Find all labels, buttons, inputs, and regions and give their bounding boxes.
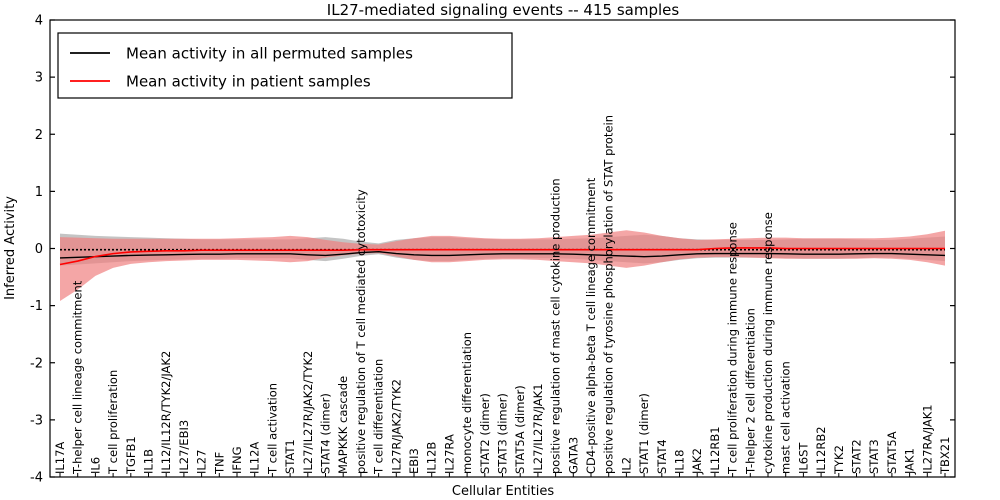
x-category-label[interactable]: STAT3 (dimer) — [496, 393, 510, 474]
x-category-label[interactable]: JAK2 — [690, 448, 704, 475]
x-category-label[interactable]: mast cell activation — [779, 361, 793, 474]
y-tick-label: -1 — [30, 299, 43, 314]
y-tick-label: 1 — [35, 185, 43, 200]
x-category-label[interactable]: STAT5A — [885, 431, 899, 474]
x-category-label[interactable]: IL27RA — [442, 434, 456, 474]
legend-label-patient[interactable]: Mean activity in patient samples — [126, 73, 371, 91]
x-category-label[interactable]: STAT4 — [655, 439, 669, 474]
permuted-observed-line — [59, 250, 946, 259]
x-category-label[interactable]: IL2 — [619, 457, 633, 474]
x-category-label[interactable]: EBI3 — [407, 448, 421, 474]
x-category-label[interactable]: positive regulation of tyrosine phosphor… — [602, 115, 616, 474]
x-category-label[interactable]: STAT2 — [850, 439, 864, 474]
x-category-label[interactable]: IL12RB2 — [814, 426, 828, 474]
x-category-label[interactable]: IFNG — [230, 446, 244, 474]
y-tick-label: -3 — [30, 413, 43, 428]
y-axis-label: Inferred Activity — [3, 196, 18, 300]
x-category-label[interactable]: STAT2 (dimer) — [478, 393, 492, 474]
x-category-label[interactable]: CD4-positive alpha-beta T cell lineage c… — [584, 177, 598, 474]
x-category-label[interactable]: IL1B — [142, 449, 156, 474]
x-category-label[interactable]: STAT1 (dimer) — [637, 393, 651, 474]
y-tick-label: 3 — [35, 71, 43, 86]
x-category-label[interactable]: GATA3 — [566, 437, 580, 474]
y-axis-ticks: -4 -3 -2 -1 0 1 2 3 4 — [30, 14, 955, 486]
x-axis-label: Cellular Entities — [452, 484, 554, 499]
x-category-label[interactable]: IL12A — [248, 442, 262, 474]
x-category-label[interactable]: TBX21 — [938, 437, 952, 475]
y-tick-label: -4 — [30, 471, 43, 486]
x-category-label[interactable]: T cell differentiation — [372, 359, 386, 475]
x-category-label[interactable]: STAT4 (dimer) — [319, 393, 333, 474]
x-category-label[interactable]: T cell proliferation during immune respo… — [726, 222, 740, 475]
x-category-label[interactable]: monocyte differentiation — [460, 332, 474, 474]
x-category-label[interactable]: IL27 — [195, 450, 209, 474]
y-tick-label: 0 — [35, 242, 43, 257]
x-category-label[interactable]: IL27R/JAK2/TYK2 — [389, 379, 403, 474]
y-tick-label: 4 — [35, 14, 43, 29]
x-category-label[interactable]: STAT5A (dimer) — [513, 385, 527, 474]
chart-title: IL27-mediated signaling events -- 415 sa… — [327, 1, 680, 19]
x-category-label[interactable]: TYK2 — [832, 445, 846, 475]
x-category-label[interactable]: positive regulation of mast cell cytokin… — [549, 178, 563, 474]
x-category-label[interactable]: JAK1 — [903, 448, 917, 475]
x-category-label[interactable]: STAT1 — [283, 439, 297, 474]
x-category-label[interactable]: IL6ST — [796, 442, 810, 474]
x-category-label[interactable]: T cell activation — [265, 383, 279, 475]
x-category-label[interactable]: MAPKKK cascade — [336, 376, 350, 474]
x-category-label[interactable]: IL6 — [88, 457, 102, 474]
x-category-label[interactable]: IL27/EBI3 — [177, 420, 191, 474]
legend-box — [57, 32, 513, 99]
x-category-label[interactable]: IL17A — [53, 442, 67, 474]
legend-label-permuted[interactable]: Mean activity in all permuted samples — [126, 45, 413, 63]
x-category-label[interactable]: positive regulation of T cell mediated c… — [354, 189, 368, 474]
x-category-label[interactable]: IL27/IL27R/JAK1 — [531, 383, 545, 474]
x-category-label[interactable]: IL12RB1 — [708, 426, 722, 474]
y-tick-label: -2 — [30, 356, 43, 371]
x-category-label[interactable]: TNF — [212, 452, 226, 475]
x-axis-ticks — [59, 473, 946, 477]
x-category-label[interactable]: IL12B — [425, 442, 439, 474]
x-category-label[interactable]: TGFB1 — [124, 436, 138, 475]
y-tick-label: 2 — [35, 128, 43, 143]
x-category-label[interactable]: IL12/IL12R/TYK2/JAK2 — [159, 351, 173, 474]
chart-legend[interactable]: Mean activity in all permuted samplesMea… — [57, 32, 513, 99]
x-category-label[interactable]: IL27/IL27R/JAK2/TYK2 — [301, 351, 315, 474]
x-category-label[interactable]: T-helper 2 cell differentiation — [743, 308, 757, 475]
x-category-label[interactable]: IL27RA/JAK1 — [920, 404, 934, 474]
x-category-label[interactable]: T cell proliferation — [106, 370, 120, 475]
x-category-label[interactable]: STAT3 — [867, 439, 881, 474]
series-lines — [59, 247, 946, 266]
patient-mean-line — [59, 247, 945, 266]
x-category-label[interactable]: T-helper cell lineage commitment — [71, 280, 85, 475]
x-category-label[interactable]: cytokine production during immune respon… — [761, 212, 775, 474]
x-category-label[interactable]: IL18 — [673, 450, 687, 474]
